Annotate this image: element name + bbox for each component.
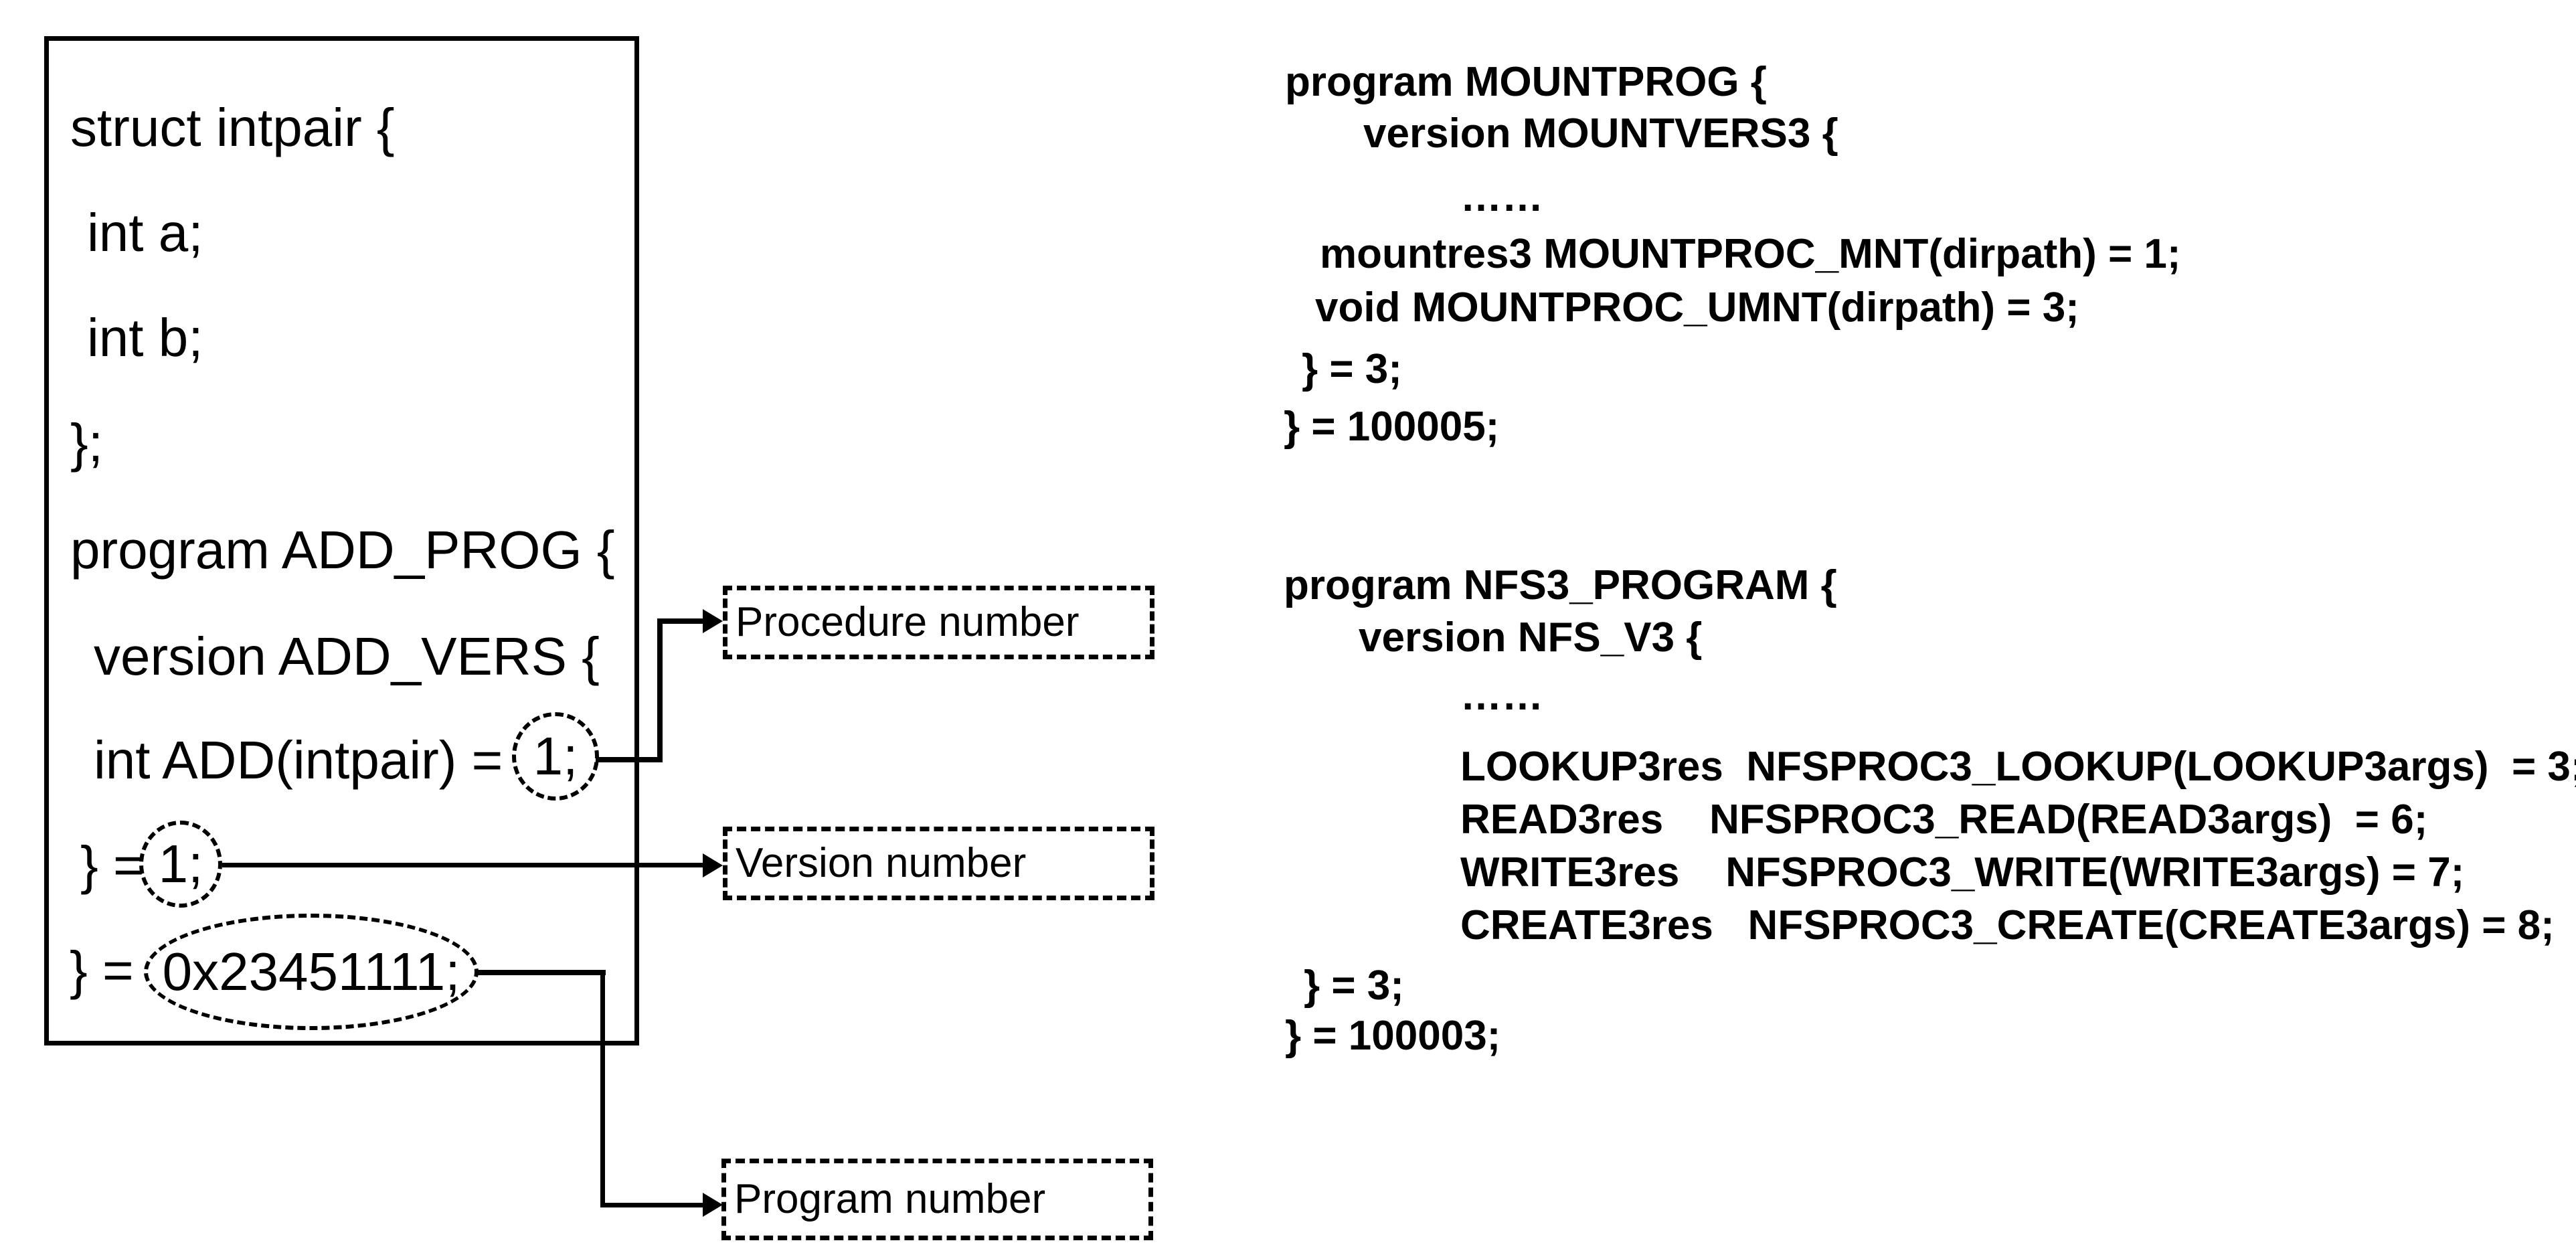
procedure-number-label-box: Procedure number bbox=[723, 586, 1154, 659]
idl-line-add-proc: int ADD(intpair) = bbox=[94, 730, 503, 790]
program-number-label: Program number bbox=[734, 1176, 1046, 1222]
procedure-number-token: 1; bbox=[533, 726, 578, 786]
mount-code-line: program MOUNTPROG { bbox=[1285, 59, 1767, 105]
version-connector-line bbox=[222, 863, 704, 867]
idl-line-program: program ADD_PROG { bbox=[70, 520, 615, 580]
idl-line-version: version ADD_VERS { bbox=[94, 626, 600, 686]
idl-line-version-close: } = bbox=[80, 835, 145, 895]
program-number-token: 0x23451111; bbox=[162, 942, 460, 1001]
version-number-highlight-circle: 1; bbox=[139, 821, 222, 908]
version-number-token: 1; bbox=[158, 834, 203, 894]
nfs-code-line: version NFS_V3 { bbox=[1359, 614, 1703, 661]
idl-line-int-b: int b; bbox=[87, 308, 203, 367]
procedure-connector-line bbox=[596, 757, 663, 762]
nfs-code-line: CREATE3res NFSPROC3_CREATE(CREATE3args) … bbox=[1460, 902, 2555, 948]
mount-code-line: version MOUNTVERS3 { bbox=[1363, 110, 1838, 157]
nfs-code-line: LOOKUP3res NFSPROC3_LOOKUP(LOOKUP3args) … bbox=[1460, 744, 2576, 790]
program-connector-line bbox=[600, 1203, 704, 1207]
idl-line-int-a: int a; bbox=[87, 203, 203, 262]
program-connector-line bbox=[477, 970, 606, 975]
arrow-right-icon bbox=[703, 1193, 723, 1217]
mount-code-line: } = 3; bbox=[1302, 346, 1402, 392]
version-number-label: Version number bbox=[736, 840, 1027, 886]
procedure-number-label: Procedure number bbox=[736, 599, 1080, 645]
program-number-label-box: Program number bbox=[721, 1159, 1153, 1240]
arrow-right-icon bbox=[703, 853, 723, 877]
nfs-code-line: WRITE3res NFSPROC3_WRITE(WRITE3args) = 7… bbox=[1460, 849, 2465, 896]
procedure-number-highlight-circle: 1; bbox=[512, 712, 599, 801]
nfs-code-line: program NFS3_PROGRAM { bbox=[1284, 562, 1837, 608]
procedure-connector-line bbox=[657, 618, 663, 762]
mount-code-line: mountres3 MOUNTPROC_MNT(dirpath) = 1; bbox=[1320, 231, 2181, 277]
nfs-code-line: } = 3; bbox=[1304, 962, 1404, 1009]
idl-line-program-close: } = bbox=[70, 940, 134, 1000]
idl-line-struct-close: }; bbox=[70, 413, 103, 473]
version-number-label-box: Version number bbox=[723, 827, 1154, 900]
nfs-code-line-ellipsis: …… bbox=[1460, 673, 1543, 719]
nfs-code-line: READ3res NFSPROC3_READ(READ3args) = 6; bbox=[1460, 797, 2428, 843]
program-connector-line bbox=[600, 970, 605, 1207]
mount-code-line: void MOUNTPROC_UMNT(dirpath) = 3; bbox=[1315, 284, 2079, 331]
procedure-connector-line bbox=[657, 618, 704, 624]
arrow-right-icon bbox=[703, 609, 723, 633]
mount-code-line-ellipsis: …… bbox=[1460, 174, 1543, 220]
mount-code-line: } = 100005; bbox=[1284, 404, 1500, 450]
idl-line-struct: struct intpair { bbox=[70, 98, 395, 157]
nfs-code-line: } = 100003; bbox=[1285, 1013, 1501, 1059]
program-number-highlight-ellipse: 0x23451111; bbox=[144, 914, 479, 1030]
